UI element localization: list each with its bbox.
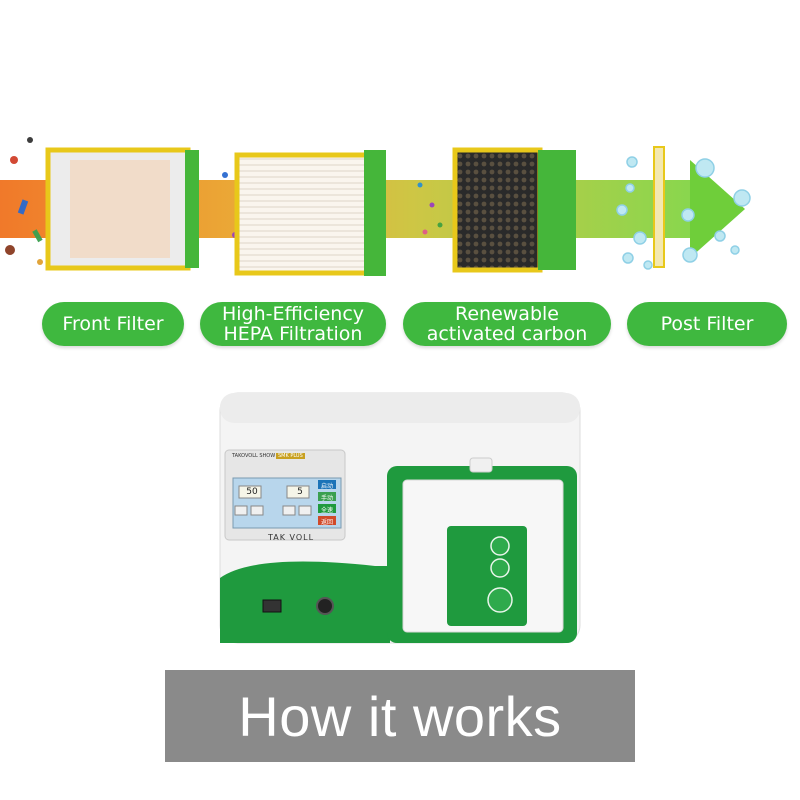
hepa-filter-frame — [234, 150, 386, 276]
post-filter-frame — [653, 146, 665, 268]
power-switch — [262, 599, 282, 613]
device-brand-logo: TAK VOLL — [268, 533, 315, 542]
stage-hepa-filtration: High-Efficiency HEPA Filtration — [200, 302, 386, 346]
clean-air-bubbles — [616, 156, 751, 270]
front-filter-frame — [45, 147, 199, 271]
cartridge-port-main — [487, 587, 513, 613]
smoke-evacuator-device — [219, 392, 581, 644]
banner-text: How it works — [238, 684, 562, 748]
stage-activated-carbon: Renewable activated carbon — [403, 302, 611, 346]
stage-post-filter: Post Filter — [627, 302, 787, 346]
carbon-filter-frame — [452, 147, 576, 273]
screen-top-left: TAKOVOLL SHOW — [232, 453, 276, 459]
filter-cartridge — [447, 526, 527, 626]
screen-right-value: 5 — [297, 487, 303, 497]
foot-pedal-port — [316, 597, 334, 615]
screen-btn-2: 手动 — [320, 495, 333, 502]
screen-left-value: 50 — [246, 487, 258, 497]
filtration-diagram — [0, 137, 751, 276]
cartridge-port-2 — [490, 558, 510, 578]
flow-arrow-head — [690, 160, 745, 258]
screen-btn-1: 启动 — [320, 483, 333, 490]
screen-btn-4: 返回 — [320, 519, 333, 526]
how-it-works-banner: How it works — [165, 670, 635, 762]
screen-top-right: SMK PLUS — [276, 453, 305, 459]
stage-front-filter: Front Filter — [42, 302, 184, 346]
screen-btn-3: 全速 — [320, 507, 333, 514]
cartridge-port-1 — [490, 536, 510, 556]
